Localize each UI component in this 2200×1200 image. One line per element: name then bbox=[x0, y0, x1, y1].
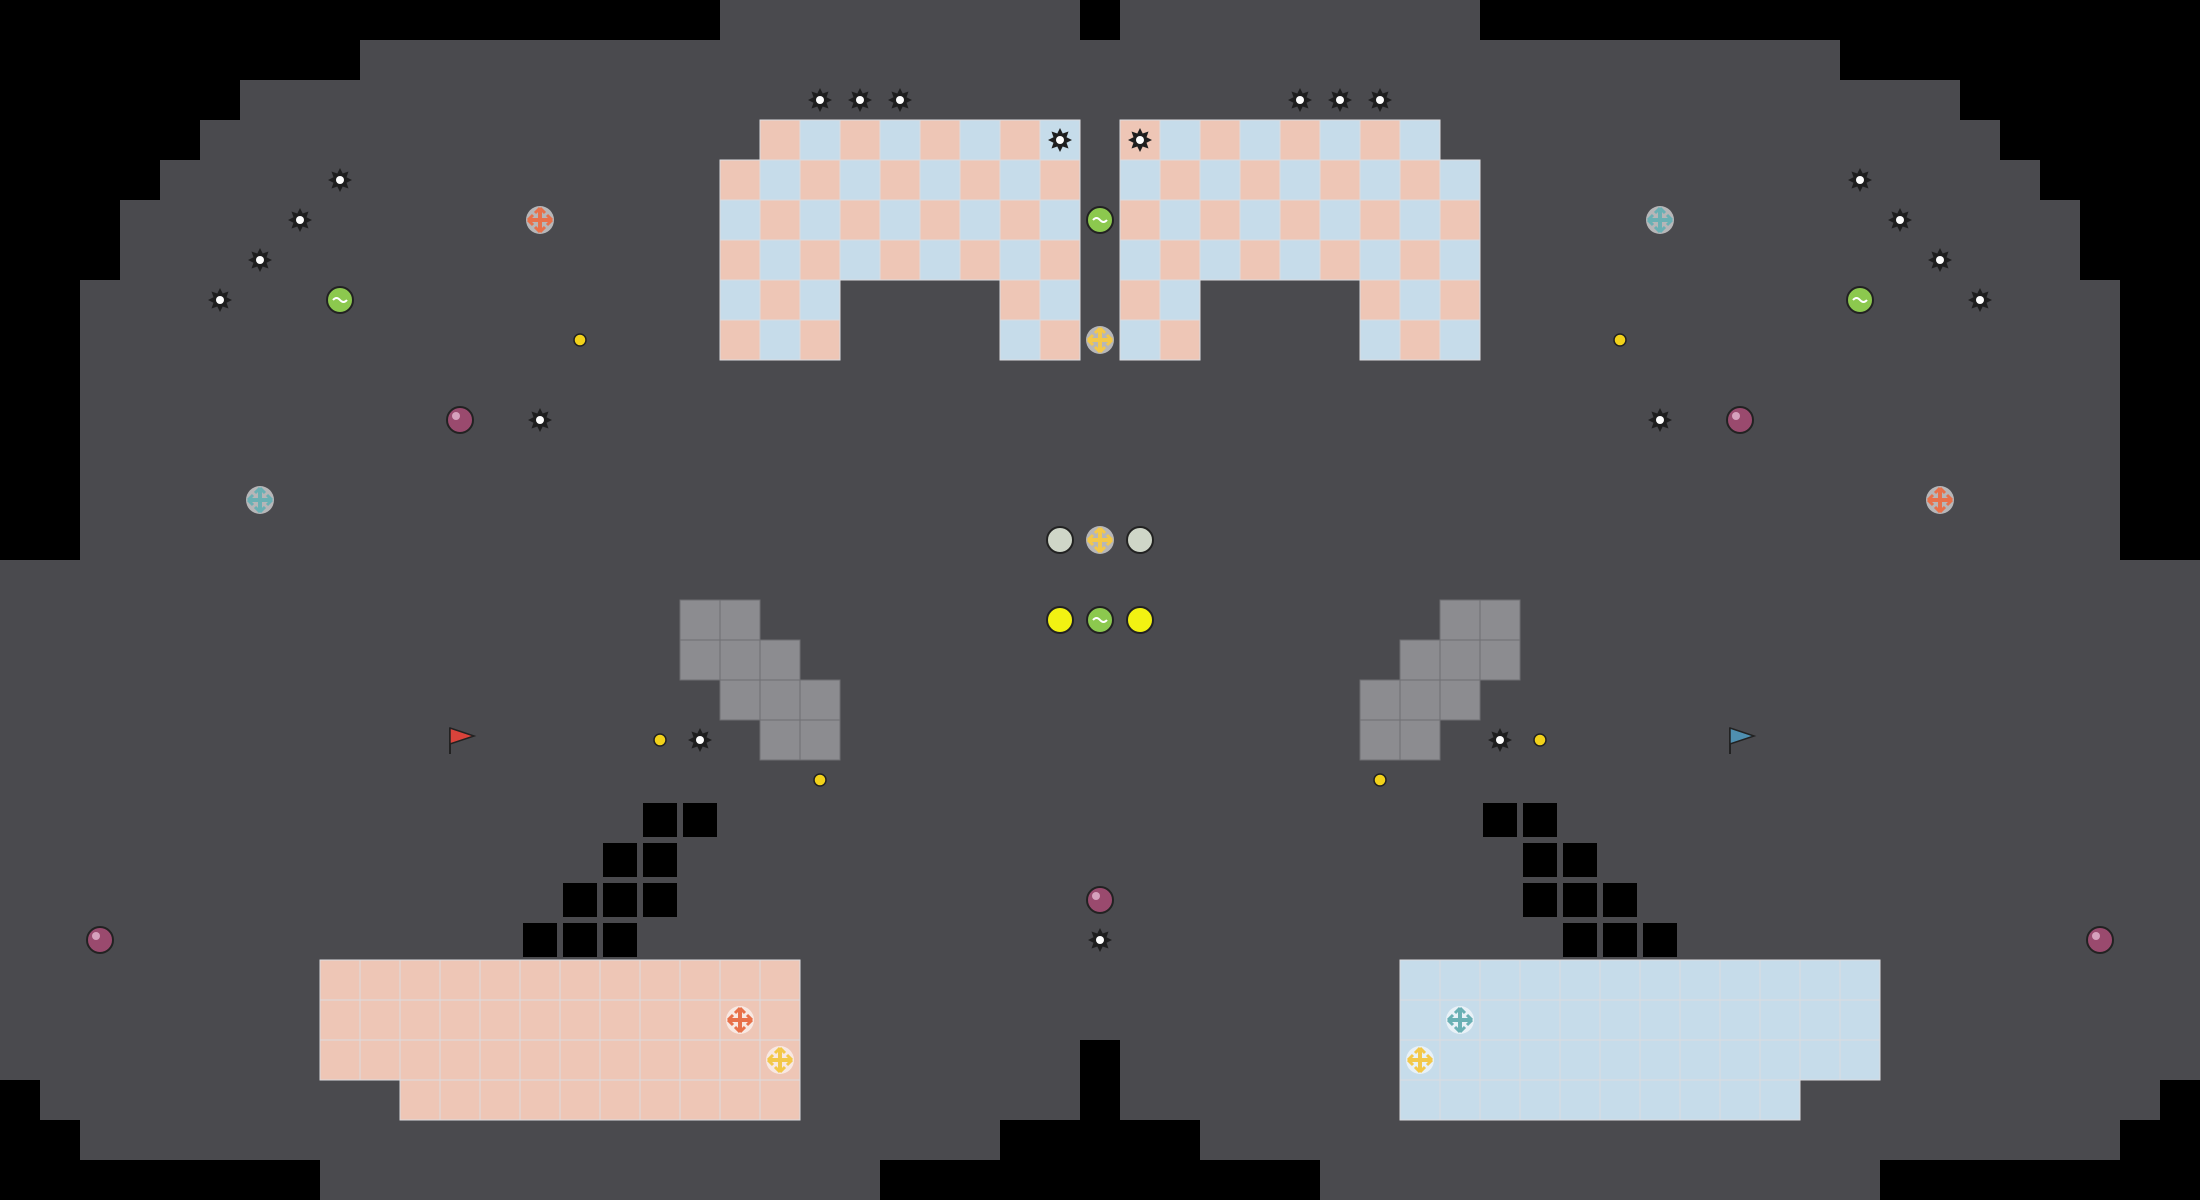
spike-icon bbox=[808, 88, 832, 112]
bomb-icon bbox=[86, 926, 114, 954]
spike-icon bbox=[1968, 288, 1992, 312]
flag-icon bbox=[1729, 726, 1757, 754]
powerup-icon bbox=[326, 286, 354, 314]
button-icon bbox=[653, 733, 667, 747]
portal-icon bbox=[246, 486, 274, 514]
flag-icon bbox=[449, 726, 477, 754]
button-icon bbox=[1373, 773, 1387, 787]
portal-icon bbox=[1446, 1006, 1474, 1034]
portal-icon bbox=[726, 1006, 754, 1034]
spike-icon bbox=[888, 88, 912, 112]
spike-icon bbox=[1648, 408, 1672, 432]
grate-tiles bbox=[679, 599, 1521, 761]
bomb-icon bbox=[1086, 886, 1114, 914]
portal-icon bbox=[526, 206, 554, 234]
team-tiles bbox=[319, 119, 1881, 1121]
spike-icon bbox=[1328, 88, 1352, 112]
button-icon bbox=[1533, 733, 1547, 747]
spike-icon bbox=[208, 288, 232, 312]
bomb-icon bbox=[446, 406, 474, 434]
boost-icon bbox=[1126, 526, 1154, 554]
boost-icon bbox=[1046, 606, 1074, 634]
powerup-icon bbox=[1086, 206, 1114, 234]
spike-icon bbox=[1088, 928, 1112, 952]
spike-icon bbox=[248, 248, 272, 272]
bomb-icon bbox=[2086, 926, 2114, 954]
spike-icon bbox=[1488, 728, 1512, 752]
spike-icon bbox=[1368, 88, 1392, 112]
portal-icon bbox=[1086, 326, 1114, 354]
spike-icon bbox=[1928, 248, 1952, 272]
portal-icon bbox=[1646, 206, 1674, 234]
spike-icon bbox=[1128, 128, 1152, 152]
spike-icon bbox=[1848, 168, 1872, 192]
spike-icon bbox=[288, 208, 312, 232]
button-icon bbox=[1613, 333, 1627, 347]
button-icon bbox=[813, 773, 827, 787]
spike-icon bbox=[848, 88, 872, 112]
bomb-icon bbox=[1726, 406, 1754, 434]
portal-icon bbox=[1406, 1046, 1434, 1074]
spike-icon bbox=[1888, 208, 1912, 232]
spike-icon bbox=[1288, 88, 1312, 112]
spike-icon bbox=[528, 408, 552, 432]
portal-icon bbox=[1926, 486, 1954, 514]
powerup-icon bbox=[1086, 606, 1114, 634]
spike-icon bbox=[328, 168, 352, 192]
boost-icon bbox=[1046, 526, 1074, 554]
powerup-icon bbox=[1846, 286, 1874, 314]
objects-layer bbox=[86, 88, 2114, 1074]
spike-icon bbox=[1048, 128, 1072, 152]
spike-icon bbox=[688, 728, 712, 752]
boost-icon bbox=[1126, 606, 1154, 634]
portal-icon bbox=[1086, 526, 1114, 554]
portal-icon bbox=[766, 1046, 794, 1074]
button-icon bbox=[573, 333, 587, 347]
